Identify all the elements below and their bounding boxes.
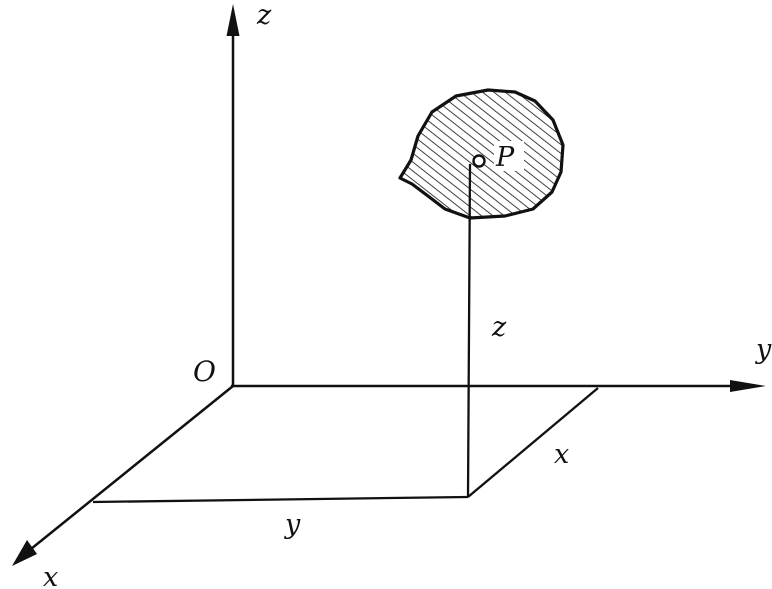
point-p-label: P [495, 142, 515, 173]
z-axis-label: z [256, 0, 272, 31]
point-label-background [494, 141, 524, 171]
x-axis-label: x [43, 562, 58, 589]
projection-x-edge [467, 387, 599, 498]
x-coordinate-label: x [554, 439, 569, 470]
hatched-region [398, 88, 565, 220]
z-axis-arrowhead [226, 4, 240, 36]
x-axis-arrowhead [12, 540, 37, 566]
y-axis-label: y [755, 334, 772, 365]
y-coordinate-label: y [284, 509, 301, 540]
y-axis-arrowhead [730, 380, 766, 392]
point-p-marker [472, 154, 486, 168]
x-axis-line [25, 385, 234, 554]
projection-y-edge [92, 495, 469, 504]
z-coordinate-label: z [491, 312, 507, 343]
origin-label: O [193, 355, 216, 388]
